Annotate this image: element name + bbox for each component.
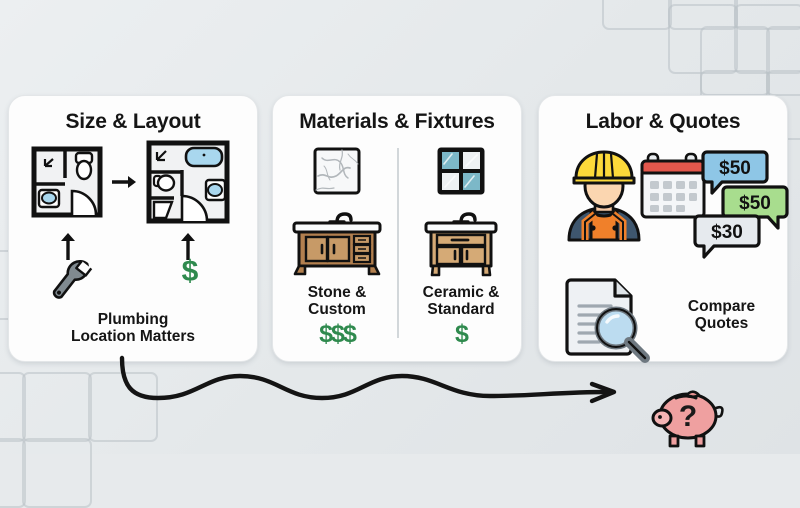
quote-blue[interactable]: $50 — [701, 149, 769, 195]
piggy-question-label: ? — [679, 400, 697, 433]
arrow-right-icon — [112, 176, 136, 188]
grid-square — [602, 0, 672, 30]
standard-vanity-icon — [424, 212, 498, 277]
quote-green[interactable]: $50 — [721, 184, 789, 230]
card-title: Labor & Quotes — [585, 110, 741, 133]
caption-line-2: Location Matters — [70, 328, 195, 346]
quote-gray[interactable]: $30 — [693, 213, 761, 259]
up-arrow-icon — [61, 233, 75, 260]
caption-line-1: Plumbing — [97, 311, 169, 328]
caption-line-1: Ceramic & — [422, 284, 500, 301]
construction-worker-icon — [567, 150, 641, 242]
caption-line-2: Standard — [427, 301, 495, 319]
grid-square — [766, 26, 800, 96]
quote-value: $30 — [711, 222, 743, 243]
grid-square — [22, 372, 92, 442]
card-title: Size & Layout — [65, 110, 201, 133]
column-ceramic-standard[interactable]: Ceramic & Standard $ — [403, 146, 519, 347]
column-stone-custom[interactable]: Stone & Custom $$$ — [279, 146, 395, 347]
calendar-icon — [640, 152, 706, 219]
card-title: Materials & Fixtures — [299, 110, 495, 133]
caption-line-2: Quotes — [694, 315, 749, 333]
cost-marker: $ — [181, 255, 199, 288]
card-caption: Compare Quotes — [659, 298, 784, 333]
caption-line-1: Compare — [687, 298, 756, 315]
squiggly-arrow-right-icon — [119, 355, 617, 404]
bathroom-floorplan-small-icon — [31, 146, 103, 218]
cost-marker: $$$ — [319, 319, 357, 348]
wrench-icon — [52, 260, 93, 299]
document-icon — [565, 278, 650, 363]
caption-line-2: Custom — [308, 301, 366, 319]
wood-vanity-icon — [292, 212, 382, 276]
column-divider — [397, 148, 399, 338]
caption-line-1: Stone & — [307, 284, 367, 301]
card-caption: Plumbing Location Matters — [9, 311, 257, 346]
ceramic-tiles-icon — [437, 147, 485, 195]
marble-slab-icon — [313, 147, 361, 195]
quote-value: $50 — [739, 193, 771, 214]
quote-value: $50 — [719, 158, 751, 179]
cost-marker: $ — [455, 319, 469, 348]
card-labor-quotes[interactable]: Labor & Quotes — [538, 95, 789, 363]
magnifier-icon — [594, 306, 650, 363]
piggy-bank-question-icon: ? — [651, 390, 724, 448]
card-size-layout[interactable]: Size & Layout — [8, 95, 258, 362]
bathroom-floorplan-large-icon — [146, 140, 230, 224]
card-materials-fixtures[interactable]: Materials & Fixtures — [272, 95, 522, 362]
grid-square — [0, 372, 26, 442]
up-arrow-icon — [181, 233, 195, 260]
